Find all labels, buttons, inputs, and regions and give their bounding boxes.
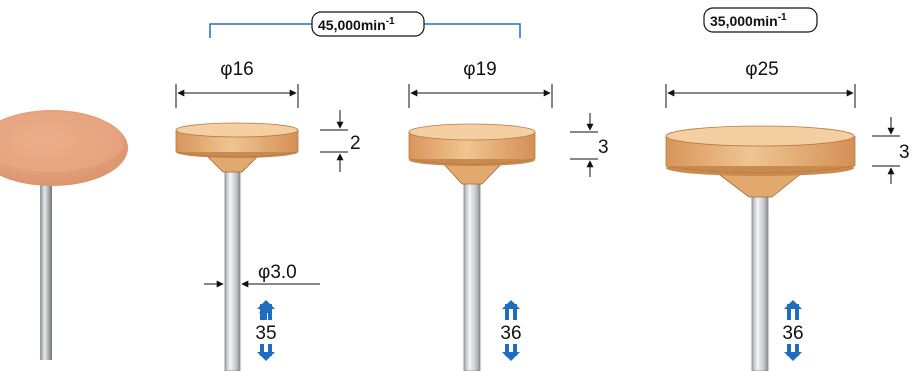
speed-badge-35000: 35,000min-1 <box>703 7 818 33</box>
svg-text:35,000min-1: 35,000min-1 <box>710 12 787 29</box>
double-up-arrow-icon <box>257 300 275 320</box>
length-label-tool3: 36 <box>782 323 803 344</box>
diameter-dim-phi25: φ25 <box>665 59 856 108</box>
thickness-label-tool2: 3 <box>598 137 609 158</box>
shank-label-tool1: φ3.0 <box>258 262 297 283</box>
thickness-dim-tool3: 3 <box>872 117 910 184</box>
double-down-arrow-icon <box>502 344 520 361</box>
thickness-dim-tool1: 2 <box>320 110 361 172</box>
length-dim-tool1: 35 <box>255 300 277 361</box>
double-down-arrow-icon <box>784 344 802 361</box>
double-down-arrow-icon <box>257 344 275 361</box>
tool-phi19 <box>408 123 536 372</box>
thickness-dim-tool2: 3 <box>570 113 609 177</box>
length-dim-tool3: 36 <box>782 300 804 361</box>
shank-dim-tool1: φ3.0 <box>204 262 320 288</box>
diameter-label-phi16: φ16 <box>220 59 253 80</box>
length-label-tool2: 36 <box>500 323 521 344</box>
diameter-label-phi25: φ25 <box>745 59 778 80</box>
diameter-label-phi19: φ19 <box>463 59 496 80</box>
speed-exp-35000: -1 <box>778 12 787 23</box>
speed-bracket-45000: 45,000min-1 <box>209 11 521 38</box>
tool-phi25 <box>665 125 856 372</box>
svg-text:45,000min-1: 45,000min-1 <box>318 16 395 33</box>
double-up-arrow-icon <box>784 300 802 320</box>
thickness-label-tool1: 2 <box>350 133 361 154</box>
speed-exp-45000: -1 <box>386 16 395 27</box>
thickness-label-tool3: 3 <box>899 142 910 163</box>
speed-label-45000: 45,000min <box>318 17 386 33</box>
diameter-dim-phi16: φ16 <box>175 59 299 108</box>
length-label-tool1: 35 <box>255 323 276 344</box>
diameter-dim-phi19: φ19 <box>408 59 553 108</box>
speed-label-35000: 35,000min <box>710 13 778 29</box>
product-photo <box>0 110 128 360</box>
length-dim-tool2: 36 <box>500 300 522 361</box>
tool-phi16 <box>175 122 299 372</box>
double-up-arrow-icon <box>502 300 520 320</box>
